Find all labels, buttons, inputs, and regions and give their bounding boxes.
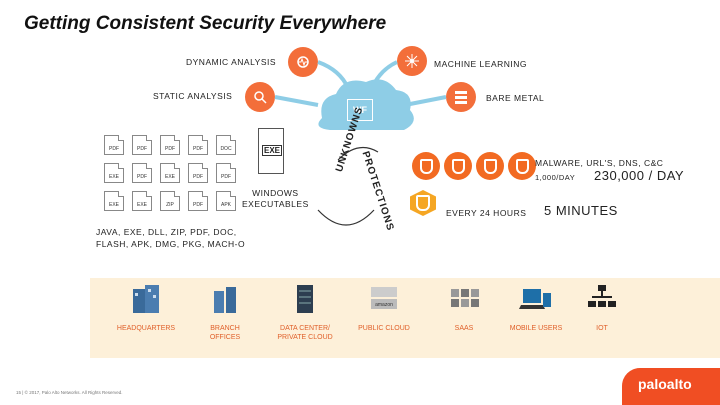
doc-icon: APK [216,191,236,211]
file-type-grid: PDF PDF PDF PDF DOC EXE PDF EXE PDF EXE … [104,135,244,215]
doc-icon: PDF [132,135,152,155]
env-saas: SAAS [424,283,504,333]
doc-icon: EXE [132,191,152,211]
machine-learning-label: MACHINE LEARNING [434,59,528,69]
env-label: SAAS [454,325,474,332]
bare-metal-icon [446,82,476,112]
shield-icon [508,152,536,180]
env-public-cloud: amazon PUBLIC CLOUD [344,283,424,333]
dynamic-analysis-icon [288,47,318,77]
shield-icon [476,152,504,180]
static-analysis-icon [245,82,275,112]
laptop-icon [519,289,551,309]
shield-icon [444,152,472,180]
doc-icon: DOC [216,135,236,155]
interval-value: 5 MINUTES [544,203,618,218]
per-day-prefix: 1,000/DAY [535,173,576,182]
env-label: BRANCH OFFICES [209,325,241,342]
interval-label: EVERY 24 HOURS [446,208,527,218]
doc-icon: PDF [188,135,208,155]
bare-metal-label: BARE METAL [486,93,545,103]
per-day-value: 230,000 / DAY [594,168,685,183]
windows-executables-label: WINDOWS EXECUTABLES [242,188,309,209]
footer-copyright: 15 | © 2017, Palo Alto Networks. All Rig… [16,390,123,395]
doc-icon: EXE [160,163,180,183]
dynamic-analysis-label: DYNAMIC ANALYSIS [186,57,277,67]
exe-label: EXE [262,145,283,156]
environments-band [90,278,720,358]
env-label: DATA CENTER/ PRIVATE CLOUD [277,325,333,342]
doc-icon: EXE [104,191,124,211]
doc-icon: ZIP [160,191,180,211]
branch-icon [214,287,236,313]
env-headquarters: HEADQUARTERS [106,283,186,333]
env-label: MOBILE USERS [509,325,563,332]
protections-label: PROTECTIONS [359,150,396,233]
network-icon [588,285,616,307]
exe-file-icon: EXE [258,128,284,174]
hexagon-shield-icon [410,190,436,216]
building-icon [133,285,159,313]
cloud-provider-icon: amazon [371,287,397,309]
logo-text: paloalto [638,376,692,392]
slide-title: Getting Consistent Security Everywhere [24,13,387,34]
doc-icon: PDF [188,163,208,183]
machine-learning-icon [397,46,427,76]
env-data-center: DATA CENTER/ PRIVATE CLOUD [265,283,345,342]
doc-icon: PDF [216,163,236,183]
static-analysis-label: STATIC ANALYSIS [153,91,233,101]
doc-icon: PDF [104,135,124,155]
doc-icon: PDF [188,191,208,211]
env-label: IOT [596,325,608,332]
doc-icon: PDF [160,135,180,155]
env-label: HEADQUARTERS [116,325,176,332]
doc-icon: PDF [132,163,152,183]
saas-icon [451,289,479,307]
shield-icon [412,152,440,180]
doc-icon: EXE [104,163,124,183]
svg-text:amazon: amazon [375,302,393,308]
wildfire-badge: WF [347,99,373,121]
malware-label: MALWARE, URL'S, DNS, C&C [535,158,664,168]
server-icon [297,285,313,313]
env-branch-offices: BRANCH OFFICES [185,283,265,342]
env-mobile-users: MOBILE USERS [496,283,576,333]
env-iot: IOT [562,283,642,333]
env-label: PUBLIC CLOUD [358,325,410,332]
paloalto-logo: paloalto [622,368,720,405]
file-types-label: JAVA, EXE, DLL, ZIP, PDF, DOC, FLASH, AP… [96,227,246,249]
